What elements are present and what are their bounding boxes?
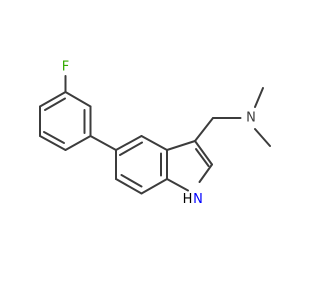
methylene-bond bbox=[194, 117, 214, 142]
amine-nitrogen-label: N bbox=[246, 111, 256, 126]
bond bbox=[120, 174, 143, 188]
fluorine-atom-label: F bbox=[62, 60, 69, 75]
structure-canvas: F N N H bbox=[39, 59, 271, 207]
bond bbox=[115, 135, 143, 151]
biaryl-bond bbox=[89, 135, 117, 151]
pyrrole-ring bbox=[166, 140, 213, 192]
bond bbox=[64, 135, 92, 151]
bond bbox=[166, 140, 196, 151]
bond bbox=[39, 135, 67, 151]
bond bbox=[140, 135, 168, 151]
bond bbox=[64, 91, 92, 108]
bond bbox=[140, 178, 168, 195]
n-methyl-bond-down bbox=[254, 128, 271, 147]
bond bbox=[43, 131, 65, 144]
indole-nitrogen-label: N bbox=[193, 192, 203, 207]
n-methyl-bond-up bbox=[254, 87, 264, 108]
bond bbox=[198, 163, 213, 183]
indole-benzene-ring bbox=[115, 135, 168, 195]
bond bbox=[44, 97, 66, 111]
indole-hydrogen-label: H bbox=[183, 192, 193, 207]
molecule-drawing: F N N H bbox=[39, 60, 271, 207]
bond bbox=[166, 178, 189, 192]
bond bbox=[39, 91, 67, 108]
bond bbox=[119, 141, 143, 156]
fluorophenyl-ring bbox=[39, 75, 92, 151]
bond bbox=[194, 140, 213, 166]
bond bbox=[195, 148, 210, 167]
bond bbox=[115, 178, 143, 195]
